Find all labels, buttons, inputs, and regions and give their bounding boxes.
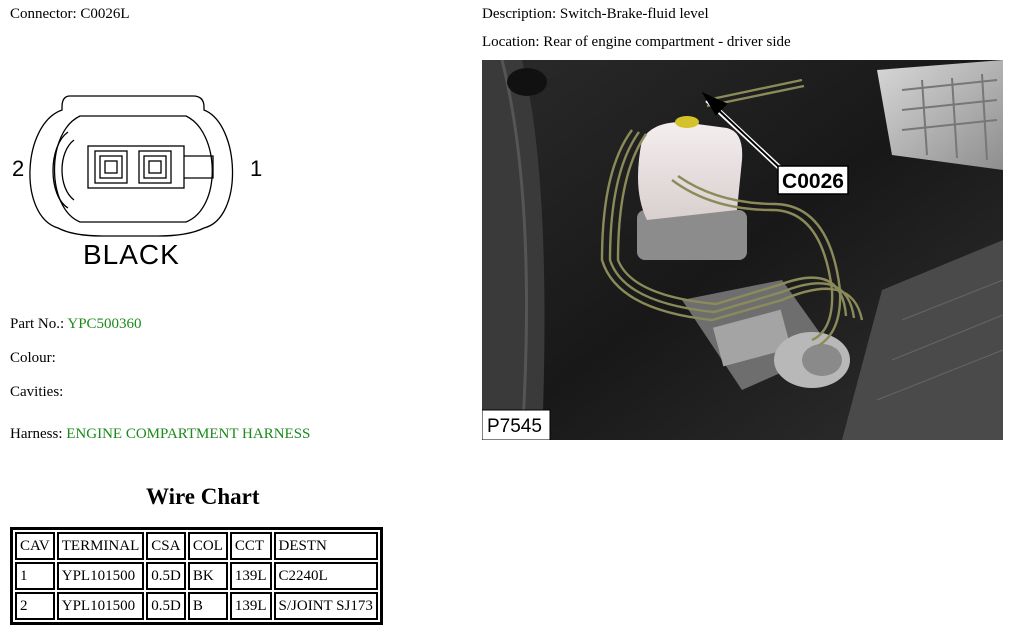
header-cct: CCT: [229, 532, 272, 560]
cell-col: BK: [187, 562, 228, 590]
connector-label: Connector:: [10, 6, 77, 22]
colour-label: Colour:: [10, 350, 56, 366]
location-value: Rear of engine compartment - driver side: [543, 34, 791, 50]
colour-line: Colour:: [10, 350, 56, 367]
pin-label-left: 2: [12, 156, 24, 181]
harness-link[interactable]: ENGINE COMPARTMENT HARNESS: [66, 426, 311, 442]
header-terminal: TERMINAL: [56, 532, 145, 560]
connector-diagram: 2 1 BLACK: [12, 95, 262, 270]
cell-terminal: YPL101500: [56, 592, 145, 620]
cell-csa: 0.5D: [146, 562, 186, 590]
cell-destn: S/JOINT SJ173: [273, 592, 378, 620]
harness-line: Harness: ENGINE COMPARTMENT HARNESS: [10, 426, 310, 443]
harness-label: Harness:: [10, 426, 63, 442]
location-label: Location:: [482, 34, 540, 50]
connector-color-text: BLACK: [83, 239, 180, 270]
table-row: 1 YPL101500 0.5D BK 139L C2240L: [15, 562, 378, 590]
engine-compartment-photo: C0026 P7545: [482, 60, 1003, 440]
header-destn: DESTN: [273, 532, 378, 560]
cavities-label: Cavities:: [10, 384, 64, 400]
part-no-line: Part No.: YPC500360: [10, 316, 142, 333]
pin-label-right: 1: [250, 156, 262, 181]
table-row: 2 YPL101500 0.5D B 139L S/JOINT SJ173: [15, 592, 378, 620]
description-label: Description:: [482, 6, 557, 22]
table-header-row: CAV TERMINAL CSA COL CCT DESTN: [15, 532, 378, 560]
connector-line: Connector: C0026L: [10, 6, 130, 23]
location-line: Location: Rear of engine compartment - d…: [482, 34, 791, 51]
header-csa: CSA: [146, 532, 186, 560]
header-cav: CAV: [15, 532, 55, 560]
cell-destn: C2240L: [273, 562, 378, 590]
wire-chart-table: CAV TERMINAL CSA COL CCT DESTN 1 YPL1015…: [10, 527, 383, 625]
part-no-label: Part No.:: [10, 316, 65, 332]
cell-csa: 0.5D: [146, 592, 186, 620]
cavities-line: Cavities:: [10, 384, 63, 401]
cell-cav: 2: [15, 592, 55, 620]
part-no-link[interactable]: YPC500360: [67, 316, 142, 332]
cell-terminal: YPL101500: [56, 562, 145, 590]
cell-col: B: [187, 592, 228, 620]
photo-reference-label: P7545: [487, 416, 542, 437]
description-value: Switch-Brake-fluid level: [559, 6, 709, 22]
description-line: Description: Switch-Brake-fluid level: [482, 6, 709, 23]
cell-cct: 139L: [229, 562, 272, 590]
photo-callout-label: C0026: [782, 170, 844, 193]
cell-cct: 139L: [229, 592, 272, 620]
wire-chart-title: Wire Chart: [146, 484, 260, 509]
cell-cav: 1: [15, 562, 55, 590]
header-col: COL: [187, 532, 228, 560]
connector-value: C0026L: [80, 6, 130, 22]
